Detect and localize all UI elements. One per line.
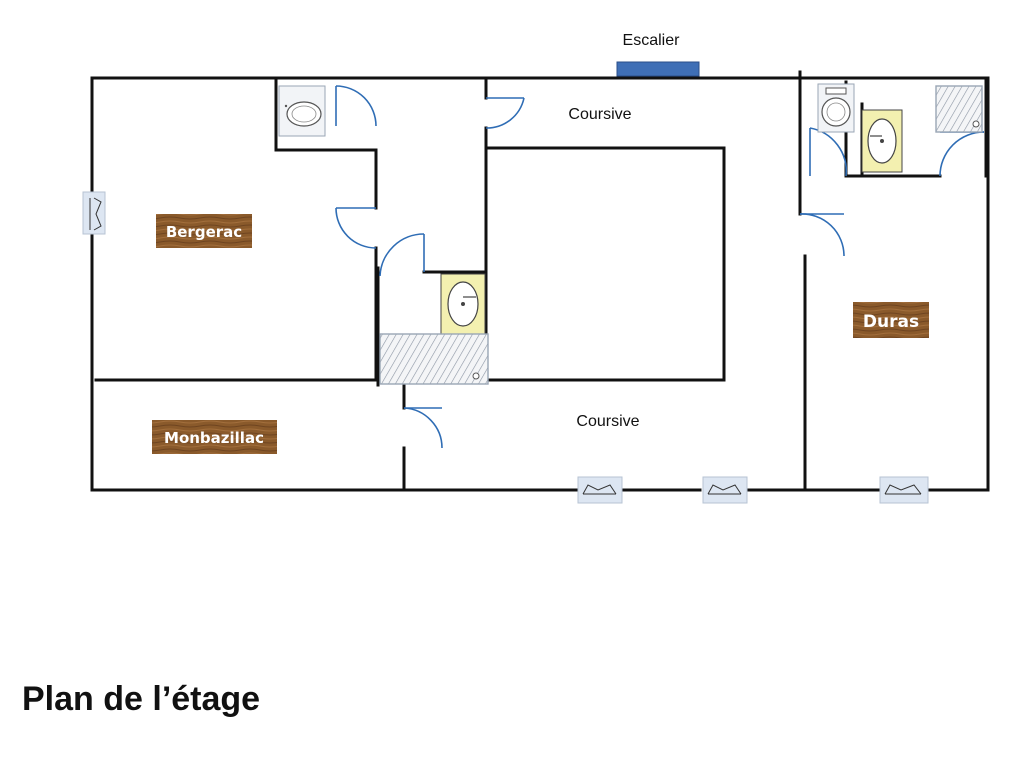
label-coursive-bottom: Coursive	[576, 413, 639, 430]
label-escalier: Escalier	[623, 32, 681, 49]
door-swing-icon	[403, 407, 443, 449]
room-plaque-bergerac: Bergerac	[156, 214, 252, 248]
door-swing-icon	[485, 97, 525, 129]
door-swing-icon	[335, 85, 377, 127]
door-swing-icon	[335, 207, 377, 249]
door-swing-icon	[379, 233, 425, 277]
door-swing-icon	[799, 213, 845, 257]
room-label-duras: Duras	[863, 312, 919, 332]
door-swings	[335, 85, 985, 449]
room-plaque-monbazillac: Monbazillac	[152, 420, 277, 454]
room-label-monbazillac: Monbazillac	[164, 429, 264, 447]
toilet-icon	[817, 83, 855, 133]
window-icon	[702, 476, 748, 504]
label-coursive-top: Coursive	[568, 106, 631, 123]
door-swing-icon	[939, 131, 985, 177]
room-plaque-duras: Duras	[853, 302, 929, 338]
sink-icon	[440, 273, 486, 335]
stair-marker-icon	[616, 61, 700, 77]
shower-icon	[935, 85, 983, 133]
shower-icon	[379, 333, 489, 385]
window-icon	[577, 476, 623, 504]
room-label-bergerac: Bergerac	[166, 223, 242, 241]
toilet-icon	[278, 85, 326, 137]
window-icon	[82, 191, 106, 235]
door-swing-icon	[809, 127, 848, 177]
sink-icon	[861, 109, 903, 173]
page-title: Plan de l’étage	[22, 680, 261, 718]
window-icon	[879, 476, 929, 504]
